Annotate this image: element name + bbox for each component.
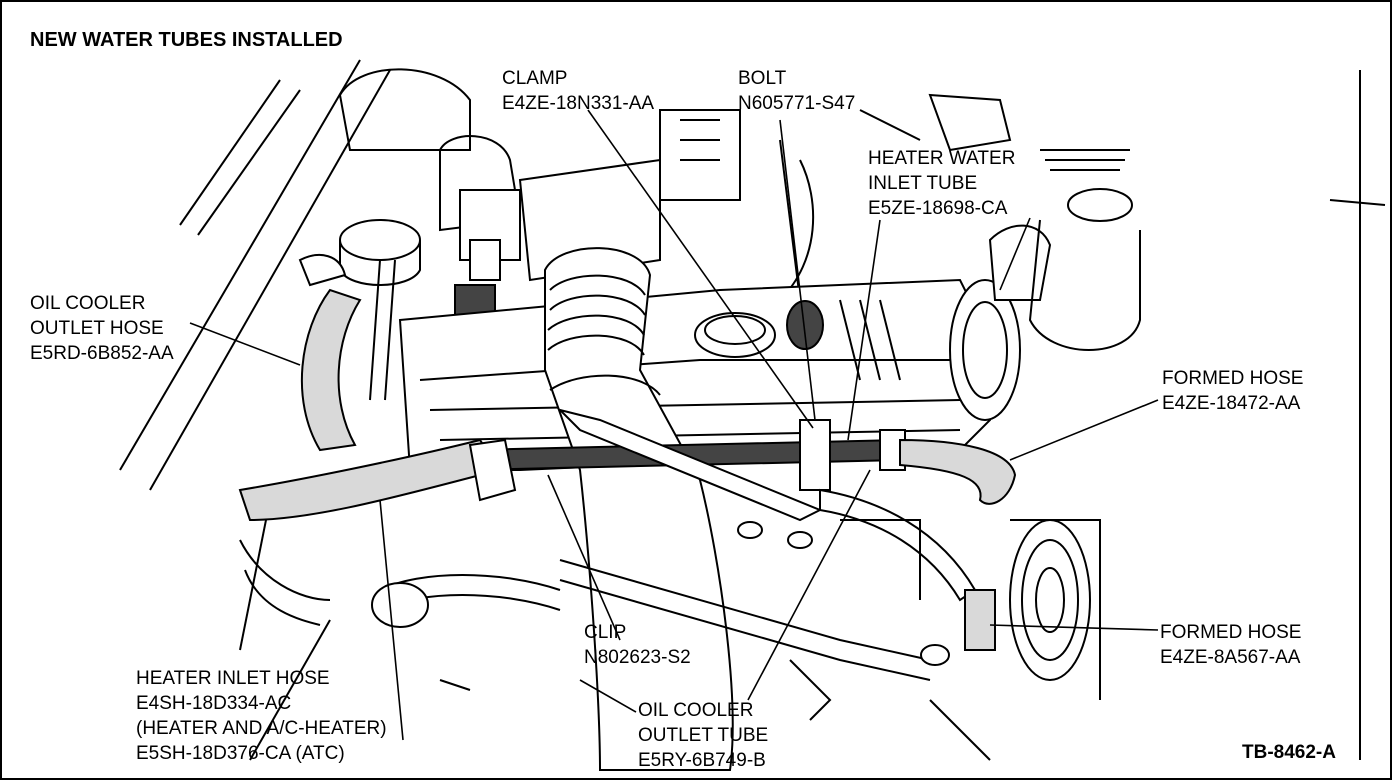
callout-heater-water-inlet-tube-part: E5ZE-18698-CA xyxy=(868,198,1008,219)
leader-formed-hose-1 xyxy=(1009,399,1159,461)
callout-heater-water-inlet-tube-line2: INLET TUBE xyxy=(868,173,978,194)
leader-oil-cooler-outlet-hose xyxy=(189,322,301,366)
callout-oil-cooler-outlet-tube-part: E5RY-6B749-B xyxy=(638,750,766,771)
callout-heater-inlet-hose: HEATER INLET HOSE E4SH-18D334-AC (HEATER… xyxy=(136,666,387,766)
callout-clip-part: N802623-S2 xyxy=(584,647,691,668)
callout-clip-name: CLIP xyxy=(584,622,627,643)
leader-formed-hose-2 xyxy=(989,624,1159,631)
callout-bolt-name: BOLT xyxy=(738,68,787,89)
callout-formed-hose-1-name: FORMED HOSE xyxy=(1162,368,1304,389)
callout-oil-cooler-outlet-hose-line1: OIL COOLER xyxy=(30,293,146,314)
callout-heater-inlet-hose-part2: E5SH-18D376-CA (ATC) xyxy=(136,743,345,764)
callout-formed-hose-2: FORMED HOSE E4ZE-8A567-AA xyxy=(1160,620,1301,670)
heater-inlet-hose-shape xyxy=(238,438,517,626)
leader-clamp xyxy=(587,109,814,429)
callout-oil-cooler-outlet-tube-line1: OIL COOLER xyxy=(638,700,754,721)
leader-heater-water-inlet-tube-2 xyxy=(999,217,1031,291)
formed-hose-upper-shape xyxy=(899,438,1017,505)
callout-formed-hose-1-part: E4ZE-18472-AA xyxy=(1162,393,1301,414)
callout-heater-water-inlet-tube: HEATER WATER INLET TUBE E5ZE-18698-CA xyxy=(868,146,1015,221)
page-title: NEW WATER TUBES INSTALLED xyxy=(30,29,343,51)
callout-oil-cooler-outlet-tube-line2: OUTLET TUBE xyxy=(638,725,769,746)
air-intake-duct xyxy=(544,247,734,771)
callout-bolt: BOLT N605771-S47 xyxy=(738,66,855,116)
leader-lines xyxy=(189,109,1159,741)
callout-formed-hose-1: FORMED HOSE E4ZE-18472-AA xyxy=(1162,366,1303,416)
callout-oil-cooler-outlet-tube: OIL COOLER OUTLET TUBE E5RY-6B749-B xyxy=(638,698,768,773)
callout-heater-inlet-hose-name: HEATER INLET HOSE xyxy=(136,668,330,689)
callout-oil-cooler-outlet-hose-line2: OUTLET HOSE xyxy=(30,318,164,339)
fender-lines xyxy=(119,59,1386,761)
leader-clip xyxy=(547,474,621,641)
callout-clamp: CLAMP E4ZE-18N331-AA xyxy=(502,66,654,116)
leader-oil-cooler-outlet-tube-1 xyxy=(579,679,637,713)
callout-formed-hose-2-name: FORMED HOSE xyxy=(1160,622,1302,643)
upper-components xyxy=(338,68,1012,401)
callout-heater-inlet-hose-note: (HEATER AND A/C-HEATER) xyxy=(136,718,387,739)
leader-heater-inlet-hose xyxy=(379,499,404,741)
leader-bolt xyxy=(779,119,816,421)
callout-clip: CLIP N802623-S2 xyxy=(584,620,691,670)
callout-heater-inlet-hose-part1: E4SH-18D334-AC xyxy=(136,693,292,714)
leader-heater-water-inlet-tube xyxy=(847,219,881,441)
callout-clamp-name: CLAMP xyxy=(502,68,568,89)
callout-heater-water-inlet-tube-line1: HEATER WATER xyxy=(868,148,1016,169)
callout-clamp-part: E4ZE-18N331-AA xyxy=(502,93,655,114)
callout-bolt-part: N605771-S47 xyxy=(738,93,856,114)
figure-id: TB-8462-A xyxy=(1242,742,1336,763)
oil-cooler-outlet-hose-shape xyxy=(298,254,362,452)
lower-components xyxy=(371,519,1101,761)
leader-oil-cooler-outlet-tube-2 xyxy=(747,469,871,701)
callout-formed-hose-2-part: E4ZE-8A567-AA xyxy=(1160,647,1301,668)
callout-oil-cooler-outlet-hose: OIL COOLER OUTLET HOSE E5RD-6B852-AA xyxy=(30,291,174,366)
callout-oil-cooler-outlet-hose-part: E5RD-6B852-AA xyxy=(30,343,174,364)
oil-cooler-outlet-tube-shape xyxy=(556,408,996,651)
